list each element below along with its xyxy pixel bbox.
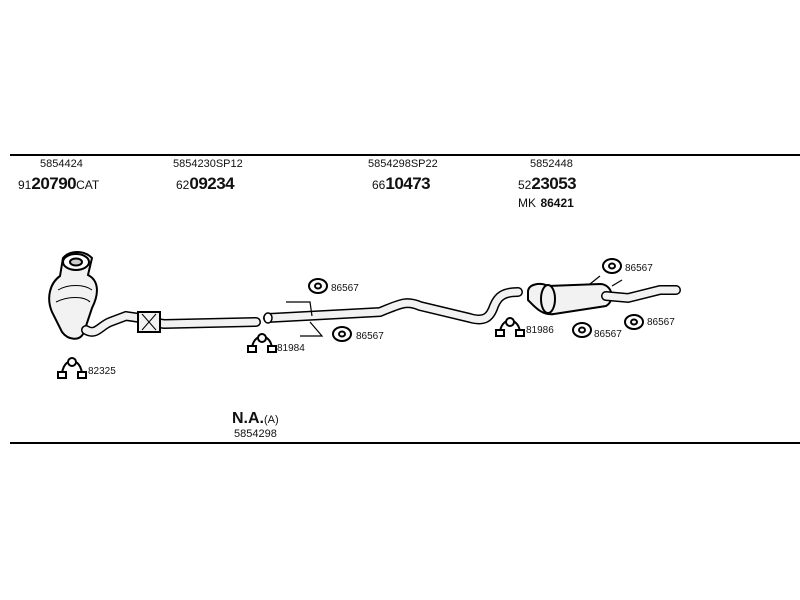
hanger-icon-rear-a bbox=[572, 322, 592, 338]
callout-86567-mid-1a: 86567 bbox=[331, 283, 359, 294]
front-pipe bbox=[81, 310, 261, 337]
clamp-81984 bbox=[247, 333, 277, 353]
hanger-icon-rear-b bbox=[624, 314, 644, 330]
kit-prefix: MK bbox=[518, 196, 536, 210]
part-group-1: 9120790CAT bbox=[18, 175, 99, 193]
part-group-3: 6610473 bbox=[372, 174, 431, 193]
part-group-4: 5223053 bbox=[518, 174, 577, 193]
na-text: N.A. bbox=[232, 410, 264, 427]
hanger-icon-mid-1b bbox=[332, 326, 352, 342]
ref-group-2: 5854230SP12 bbox=[173, 158, 243, 170]
part-group-2: 6209234 bbox=[176, 174, 235, 193]
part-prefix: 62 bbox=[176, 178, 190, 192]
part-number: 23053 bbox=[531, 174, 577, 193]
callout-86567-rear-b: 86567 bbox=[647, 317, 675, 328]
ref-group-4: 5852448 bbox=[530, 158, 573, 170]
callout-81984: 81984 bbox=[277, 343, 305, 354]
clamp-82325 bbox=[57, 357, 87, 379]
na-ref: 5854298 bbox=[234, 428, 277, 440]
part-number: 20790 bbox=[31, 174, 77, 193]
mount-kit: MK 86421 bbox=[518, 195, 574, 211]
callout-86567-rear-top: 86567 bbox=[625, 263, 653, 274]
center-pipe bbox=[263, 287, 523, 337]
na-label: N.A.(A) bbox=[232, 411, 279, 427]
ref-group-3: 5854298SP22 bbox=[368, 158, 438, 170]
kit-number: 86421 bbox=[540, 196, 574, 210]
part-prefix: 66 bbox=[372, 178, 386, 192]
na-variant: (A) bbox=[264, 414, 279, 426]
ref-group-1: 5854424 bbox=[40, 158, 83, 170]
clamp-81986 bbox=[495, 317, 525, 337]
part-prefix: 52 bbox=[518, 178, 532, 192]
callout-86567-rear-a: 86567 bbox=[594, 329, 622, 340]
part-number: 09234 bbox=[189, 174, 235, 193]
part-prefix: 91 bbox=[18, 178, 32, 192]
part-number: 10473 bbox=[385, 174, 431, 193]
hanger-icon-mid-1a bbox=[308, 278, 328, 294]
callout-82325: 82325 bbox=[88, 366, 116, 377]
part-suffix: CAT bbox=[76, 178, 100, 192]
callout-81986: 81986 bbox=[526, 325, 554, 336]
callout-86567-mid-1b: 86567 bbox=[356, 331, 384, 342]
rear-silencer bbox=[527, 275, 681, 316]
hanger-icon-rear-top bbox=[602, 258, 622, 274]
catalytic-converter bbox=[48, 251, 98, 340]
